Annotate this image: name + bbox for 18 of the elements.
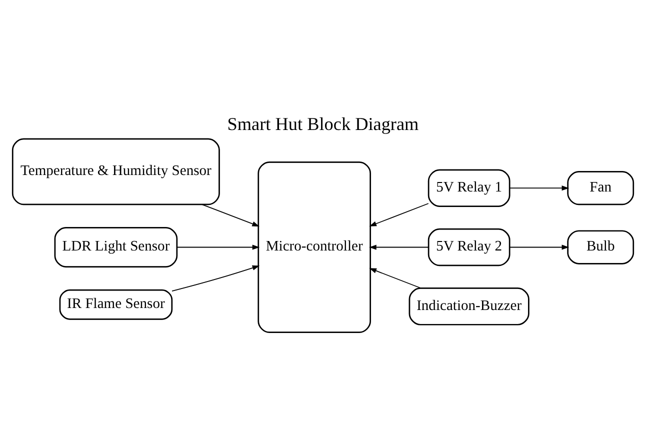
arrow [172, 264, 260, 292]
node-box: Fan [567, 170, 634, 205]
arrow [176, 244, 260, 250]
arrow [369, 244, 429, 250]
node-box: Bulb [567, 230, 634, 264]
arrow [509, 244, 570, 250]
node-box: 5V Relay 2 [428, 228, 510, 266]
arrow [369, 202, 429, 226]
arrow [509, 185, 570, 190]
node-box: IR Flame Sensor [59, 288, 173, 320]
node-box: Micro-controller [258, 160, 372, 333]
arrow [202, 204, 260, 226]
diagram-title: Smart Hut Block Diagram [227, 113, 419, 134]
arrow [369, 268, 422, 288]
node-box: LDR Light Sensor [54, 226, 178, 267]
node-box: Temperature & Humidity Sensor [12, 138, 220, 205]
node-box: 5V Relay 1 [428, 168, 510, 206]
node-box: Indication-Buzzer [408, 287, 530, 325]
